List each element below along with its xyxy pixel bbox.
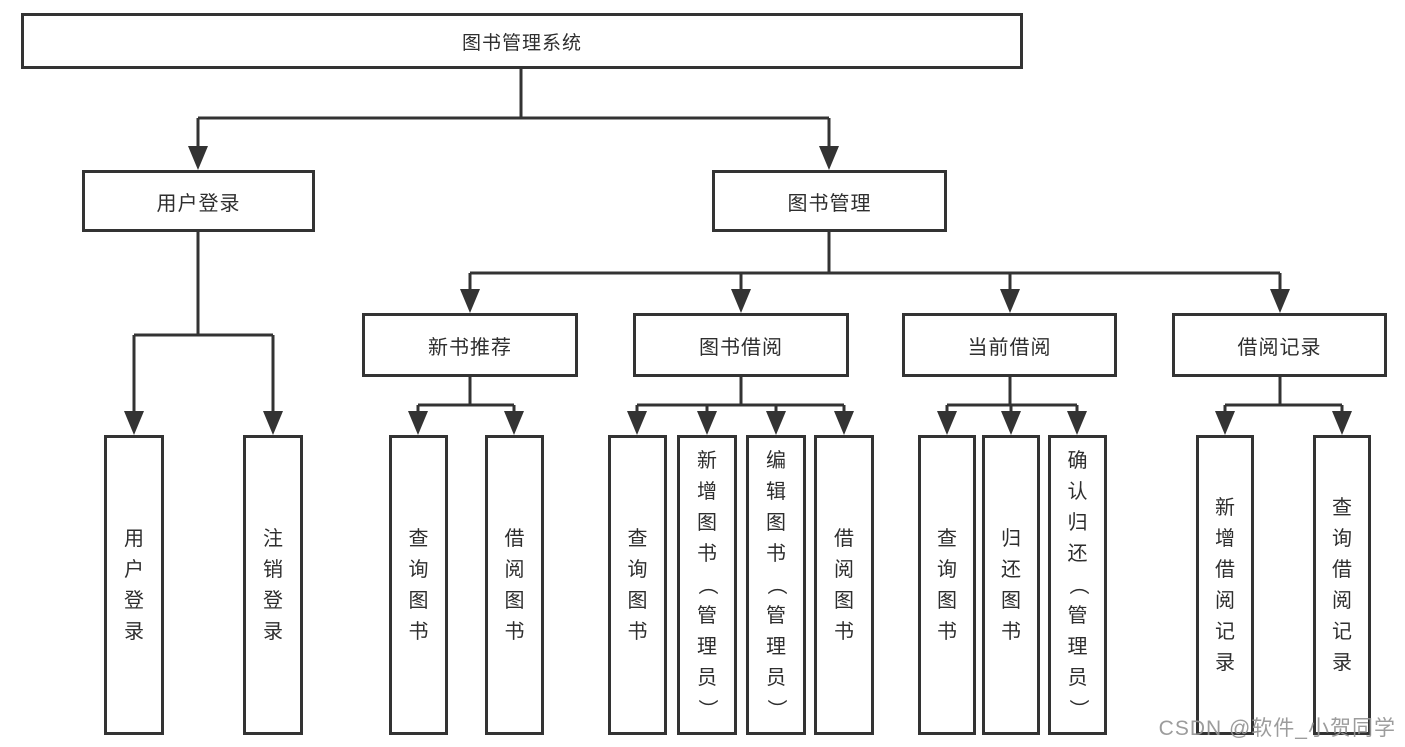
node-root-system: 图书管理系统 (21, 13, 1023, 69)
leaf-logout: 注销登录 (243, 435, 303, 735)
leaf-nb-borrow-books: 借阅图书 (485, 435, 544, 735)
leaf-label: 注销登录 (263, 527, 283, 643)
csdn-watermark: CSDN @软件_小贺同学 (1158, 717, 1396, 740)
node-current-borrowing: 当前借阅 (902, 313, 1117, 377)
node-book-borrowing: 图书借阅 (633, 313, 849, 377)
leaf-label: 新增借阅记录 (1215, 496, 1235, 674)
leaf-label: 新增图书（管理员） (696, 450, 718, 719)
node-label: 借阅记录 (1237, 336, 1322, 359)
leaf-label: 查询借阅记录 (1332, 496, 1352, 674)
leaf-user-login: 用户登录 (104, 435, 164, 735)
node-root-label: 图书管理系统 (461, 32, 582, 54)
leaf-cb-return-books: 归还图书 (982, 435, 1040, 735)
leaf-nb-query-books: 查询图书 (389, 435, 448, 735)
node-user-login-group: 用户登录 (82, 170, 315, 232)
leaf-label: 用户登录 (124, 527, 144, 643)
leaf-br-add-record: 新增借阅记录 (1196, 435, 1254, 735)
node-label: 图书借阅 (699, 336, 783, 359)
leaf-label: 查询图书 (627, 527, 648, 643)
node-label: 用户登录 (156, 192, 241, 215)
leaf-bb-add-books-admin: 新增图书（管理员） (677, 435, 737, 735)
leaf-label: 确认归还（管理员） (1066, 450, 1089, 719)
leaf-cb-confirm-return-admin: 确认归还（管理员） (1048, 435, 1107, 735)
leaf-label: 归还图书 (1001, 527, 1021, 643)
node-borrowing-records: 借阅记录 (1172, 313, 1387, 377)
leaf-label: 编辑图书（管理员） (765, 450, 787, 719)
node-book-management: 图书管理 (712, 170, 947, 232)
node-label: 当前借阅 (967, 336, 1052, 359)
node-label: 新书推荐 (428, 336, 512, 359)
leaf-br-query-record: 查询借阅记录 (1313, 435, 1371, 735)
leaf-label: 借阅图书 (504, 527, 525, 643)
node-new-book-recommend: 新书推荐 (362, 313, 578, 377)
leaf-bb-edit-books-admin: 编辑图书（管理员） (746, 435, 806, 735)
leaf-bb-borrow-books: 借阅图书 (814, 435, 874, 735)
leaf-label: 查询图书 (937, 527, 957, 643)
leaf-bb-query-books: 查询图书 (608, 435, 667, 735)
leaf-cb-query-books: 查询图书 (918, 435, 976, 735)
node-label: 图书管理 (787, 192, 872, 215)
leaf-label: 查询图书 (408, 527, 429, 643)
leaf-label: 借阅图书 (834, 527, 854, 643)
arrowheads (124, 146, 1352, 435)
